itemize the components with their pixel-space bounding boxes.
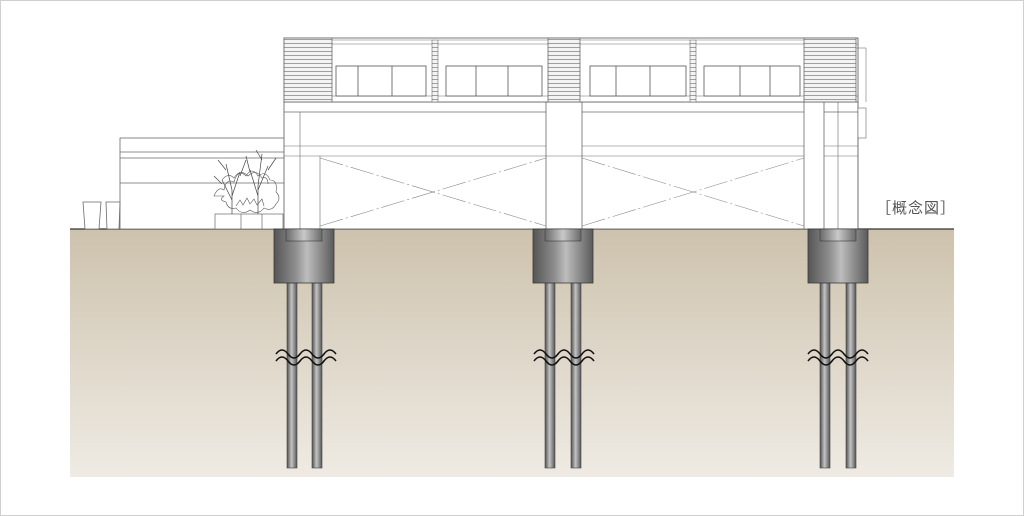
tree-icon: [213, 149, 284, 230]
soil-ground: [70, 229, 954, 477]
pile-1: [273, 228, 337, 469]
pile-3: [807, 228, 869, 469]
diagram-caption: ［概念図］: [876, 199, 957, 217]
planters-left: [82, 201, 121, 230]
main-building: [283, 37, 867, 230]
pile-2: [532, 228, 595, 469]
